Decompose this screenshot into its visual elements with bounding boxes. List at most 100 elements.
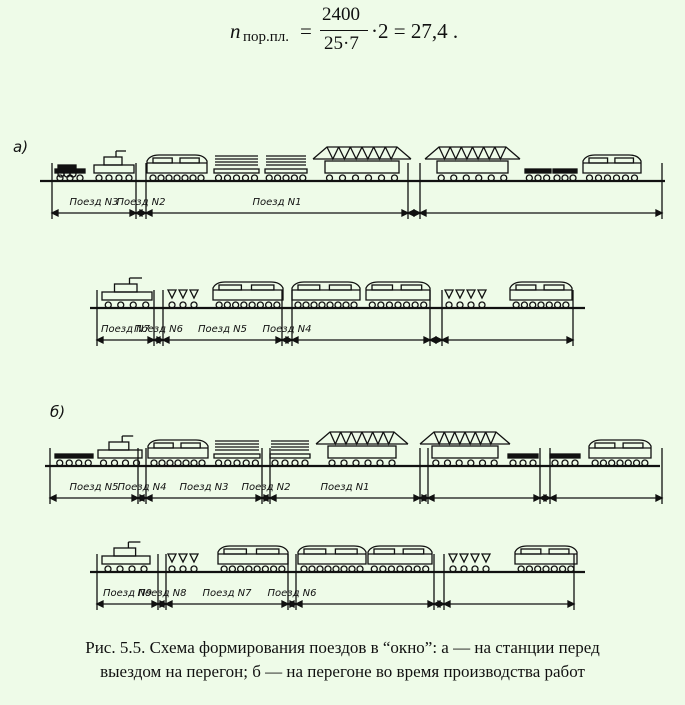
wheel: [608, 459, 616, 467]
wheel: [462, 174, 470, 182]
wheel: [251, 459, 260, 467]
arrow-head: [413, 208, 422, 218]
wheel: [245, 565, 253, 573]
figure-caption: Рис. 5.5. Схема формирования поездов в “…: [20, 636, 665, 684]
wheel: [190, 459, 198, 467]
train-label: Поезд N5: [69, 482, 118, 493]
wheel: [231, 301, 240, 309]
wheel: [561, 459, 569, 467]
wheel: [612, 174, 621, 182]
wheel: [385, 301, 394, 309]
wheel: [334, 301, 342, 309]
wheel: [95, 174, 103, 182]
wheel: [543, 174, 551, 182]
wheel: [352, 459, 360, 467]
wheel: [490, 459, 498, 467]
rail-panels-car: [213, 440, 261, 459]
arrow-head: [548, 493, 557, 503]
arrow-head: [139, 208, 148, 218]
wheel: [129, 301, 137, 309]
part-label-b: б): [50, 403, 65, 421]
wheel: [545, 301, 553, 309]
wheel: [132, 459, 141, 467]
wheel: [517, 565, 525, 573]
wheel: [500, 174, 508, 182]
arrow-head: [294, 599, 303, 609]
arrow-head: [268, 493, 277, 503]
wheel: [228, 565, 237, 573]
wheel: [281, 459, 289, 467]
wheel: [224, 459, 232, 467]
wheel: [105, 174, 113, 182]
train-label: Поезд N7: [202, 588, 252, 599]
wheel: [396, 565, 404, 573]
wheel: [149, 174, 157, 182]
caption-line-2: выездом на перегон; б — на перегоне во в…: [100, 662, 585, 681]
wheel: [250, 174, 259, 182]
arrow-head: [442, 599, 451, 609]
train-label: Поезд N4: [262, 324, 311, 335]
wheel: [173, 174, 181, 182]
wheel: [550, 565, 558, 573]
wheel: [475, 174, 483, 182]
formula-eq: =: [300, 19, 312, 43]
wheel: [641, 459, 649, 467]
wheel: [198, 459, 206, 467]
track-laying-crane: [315, 431, 409, 459]
locomotive: [367, 545, 433, 565]
train-label: Поезд N7: [101, 324, 151, 335]
wheel: [117, 301, 125, 309]
wheel: [328, 459, 336, 467]
arrow-head: [406, 208, 415, 218]
wheel: [65, 459, 73, 467]
wheel: [364, 459, 372, 467]
wheel: [290, 174, 299, 182]
arrow-head: [281, 599, 290, 609]
wheel: [368, 301, 376, 309]
wheel: [411, 301, 419, 309]
formula: n пор.пл. = 2400 25·7 ·2 = 27,4 .: [0, 0, 685, 60]
wheel: [525, 174, 533, 182]
wheel: [512, 301, 520, 309]
arrow-head: [48, 493, 57, 503]
wheel: [388, 459, 396, 467]
arrow-head: [151, 599, 160, 609]
wheel: [537, 301, 545, 309]
wheel: [603, 174, 612, 182]
wheel: [308, 565, 316, 573]
arrow-head: [95, 599, 104, 609]
wheel: [437, 174, 445, 182]
wagon-triangles: [166, 553, 200, 573]
track-laying-crane: [312, 146, 412, 174]
wheel: [165, 174, 173, 182]
wheel: [325, 174, 334, 182]
train-label: Поезд N2: [116, 197, 165, 208]
wheel: [519, 459, 527, 467]
wheel: [443, 459, 452, 467]
wheel: [370, 565, 378, 573]
wagon-triangles: [443, 289, 488, 309]
wheel: [215, 301, 223, 309]
arrow-head: [147, 335, 156, 345]
train-label: Поезд N5: [198, 324, 247, 335]
wheel: [377, 174, 386, 182]
train-label: Поезд N3: [69, 197, 118, 208]
locomotive: [217, 545, 289, 565]
formula-tail: ·2 = 27,4 .: [371, 19, 459, 43]
wheel: [621, 174, 630, 182]
locomotive: [588, 439, 652, 459]
wheel: [520, 301, 529, 309]
platform-car: [507, 453, 539, 459]
track-laying-crane: [424, 146, 521, 174]
wheel: [432, 459, 440, 467]
wheel: [342, 301, 350, 309]
wheel: [310, 301, 318, 309]
wheel: [166, 459, 174, 467]
wheel: [236, 565, 245, 573]
wheel: [264, 301, 273, 309]
wheel: [478, 459, 487, 467]
wheel: [594, 174, 603, 182]
arrow-head: [289, 599, 298, 609]
wheel: [214, 174, 223, 182]
